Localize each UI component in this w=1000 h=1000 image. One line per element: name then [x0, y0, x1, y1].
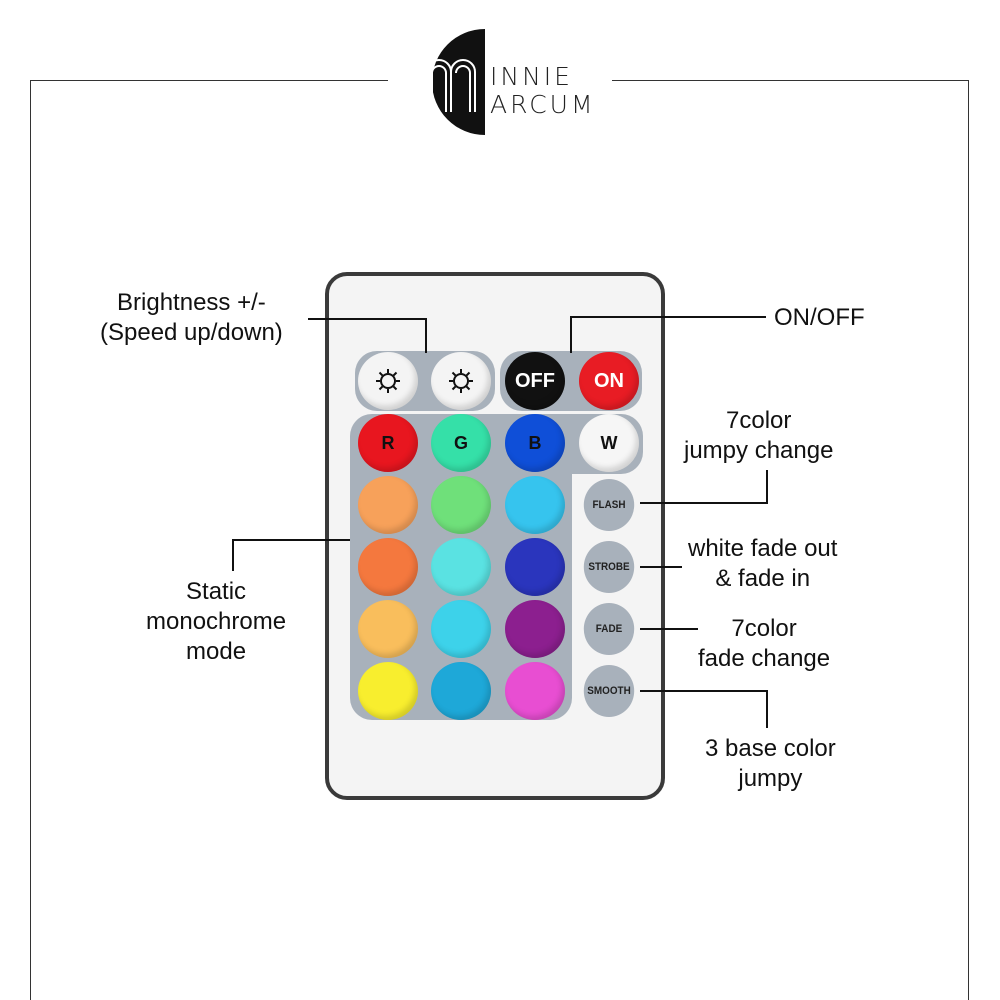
- smooth-label: 3 base color jumpy: [705, 734, 836, 794]
- color-button-b[interactable]: B: [505, 414, 565, 472]
- on-button[interactable]: ON: [579, 352, 639, 410]
- off-button[interactable]: OFF: [505, 352, 565, 410]
- leader-line: [640, 566, 682, 568]
- smooth-button[interactable]: SMOOTH: [583, 665, 635, 717]
- leader-line: [570, 316, 572, 353]
- leader-line: [640, 502, 767, 504]
- strobe-button[interactable]: STROBE: [583, 541, 635, 593]
- brightness-up-button[interactable]: [358, 352, 418, 410]
- leader-line: [640, 690, 767, 692]
- leader-line: [570, 316, 766, 318]
- smooth-label-line2: jumpy: [738, 765, 803, 792]
- color-button[interactable]: [358, 538, 418, 596]
- brightness-down-icon: [449, 369, 473, 393]
- color-button-r[interactable]: R: [358, 414, 418, 472]
- leader-line: [232, 539, 350, 541]
- leader-line: [640, 628, 698, 630]
- frame-right: [968, 80, 969, 1000]
- flash-button[interactable]: FLASH: [583, 479, 635, 531]
- fade-label-line1: 7color: [731, 615, 797, 642]
- fade-label: 7color fade change: [698, 614, 830, 674]
- flash-label-line2: jumpy change: [684, 437, 834, 464]
- brand-logo: [405, 27, 605, 137]
- flash-label: 7color jumpy change: [684, 406, 833, 466]
- static-label: Static monochrome mode: [146, 577, 286, 667]
- color-button[interactable]: [431, 476, 491, 534]
- strobe-label-line1: white fade out: [688, 535, 838, 562]
- color-button[interactable]: [358, 662, 418, 720]
- color-button[interactable]: [505, 476, 565, 534]
- logo-line2: ARCUM: [490, 90, 596, 119]
- frame-left: [30, 80, 31, 1000]
- frame-top-right: [612, 80, 969, 81]
- color-button[interactable]: [431, 600, 491, 658]
- color-button[interactable]: [505, 600, 565, 658]
- frame-top-left: [30, 80, 388, 81]
- color-button[interactable]: [431, 538, 491, 596]
- onoff-label: ON/OFF: [774, 304, 865, 331]
- smooth-label-line1: 3 base color: [705, 735, 836, 762]
- leader-line: [425, 318, 427, 353]
- color-button[interactable]: [431, 662, 491, 720]
- brightness-label-line1: Brightness +/-: [117, 289, 266, 316]
- brightness-up-icon: [376, 369, 400, 393]
- color-button[interactable]: [358, 600, 418, 658]
- logo-line1: INNIE: [490, 62, 573, 91]
- color-button[interactable]: [505, 662, 565, 720]
- leader-line: [308, 318, 426, 320]
- color-button[interactable]: [505, 538, 565, 596]
- static-label-line3: mode: [186, 638, 247, 665]
- strobe-label-line2: & fade in: [715, 565, 811, 592]
- color-button-w[interactable]: W: [579, 414, 639, 472]
- leader-line: [766, 690, 768, 728]
- logo-m-icon: [426, 29, 485, 135]
- strobe-label: white fade out & fade in: [688, 534, 837, 594]
- brightness-label-line2: (Speed up/down): [100, 319, 283, 346]
- brightness-down-button[interactable]: [431, 352, 491, 410]
- static-label-line2: monochrome: [146, 608, 287, 635]
- fade-button[interactable]: FADE: [583, 603, 635, 655]
- static-label-line1: Static: [186, 578, 247, 605]
- brightness-label: Brightness +/- (Speed up/down): [100, 288, 283, 348]
- leader-line: [766, 470, 768, 504]
- leader-line: [232, 539, 234, 571]
- fade-label-line2: fade change: [698, 645, 831, 672]
- flash-label-line1: 7color: [726, 407, 792, 434]
- color-button-g[interactable]: G: [431, 414, 491, 472]
- color-button[interactable]: [358, 476, 418, 534]
